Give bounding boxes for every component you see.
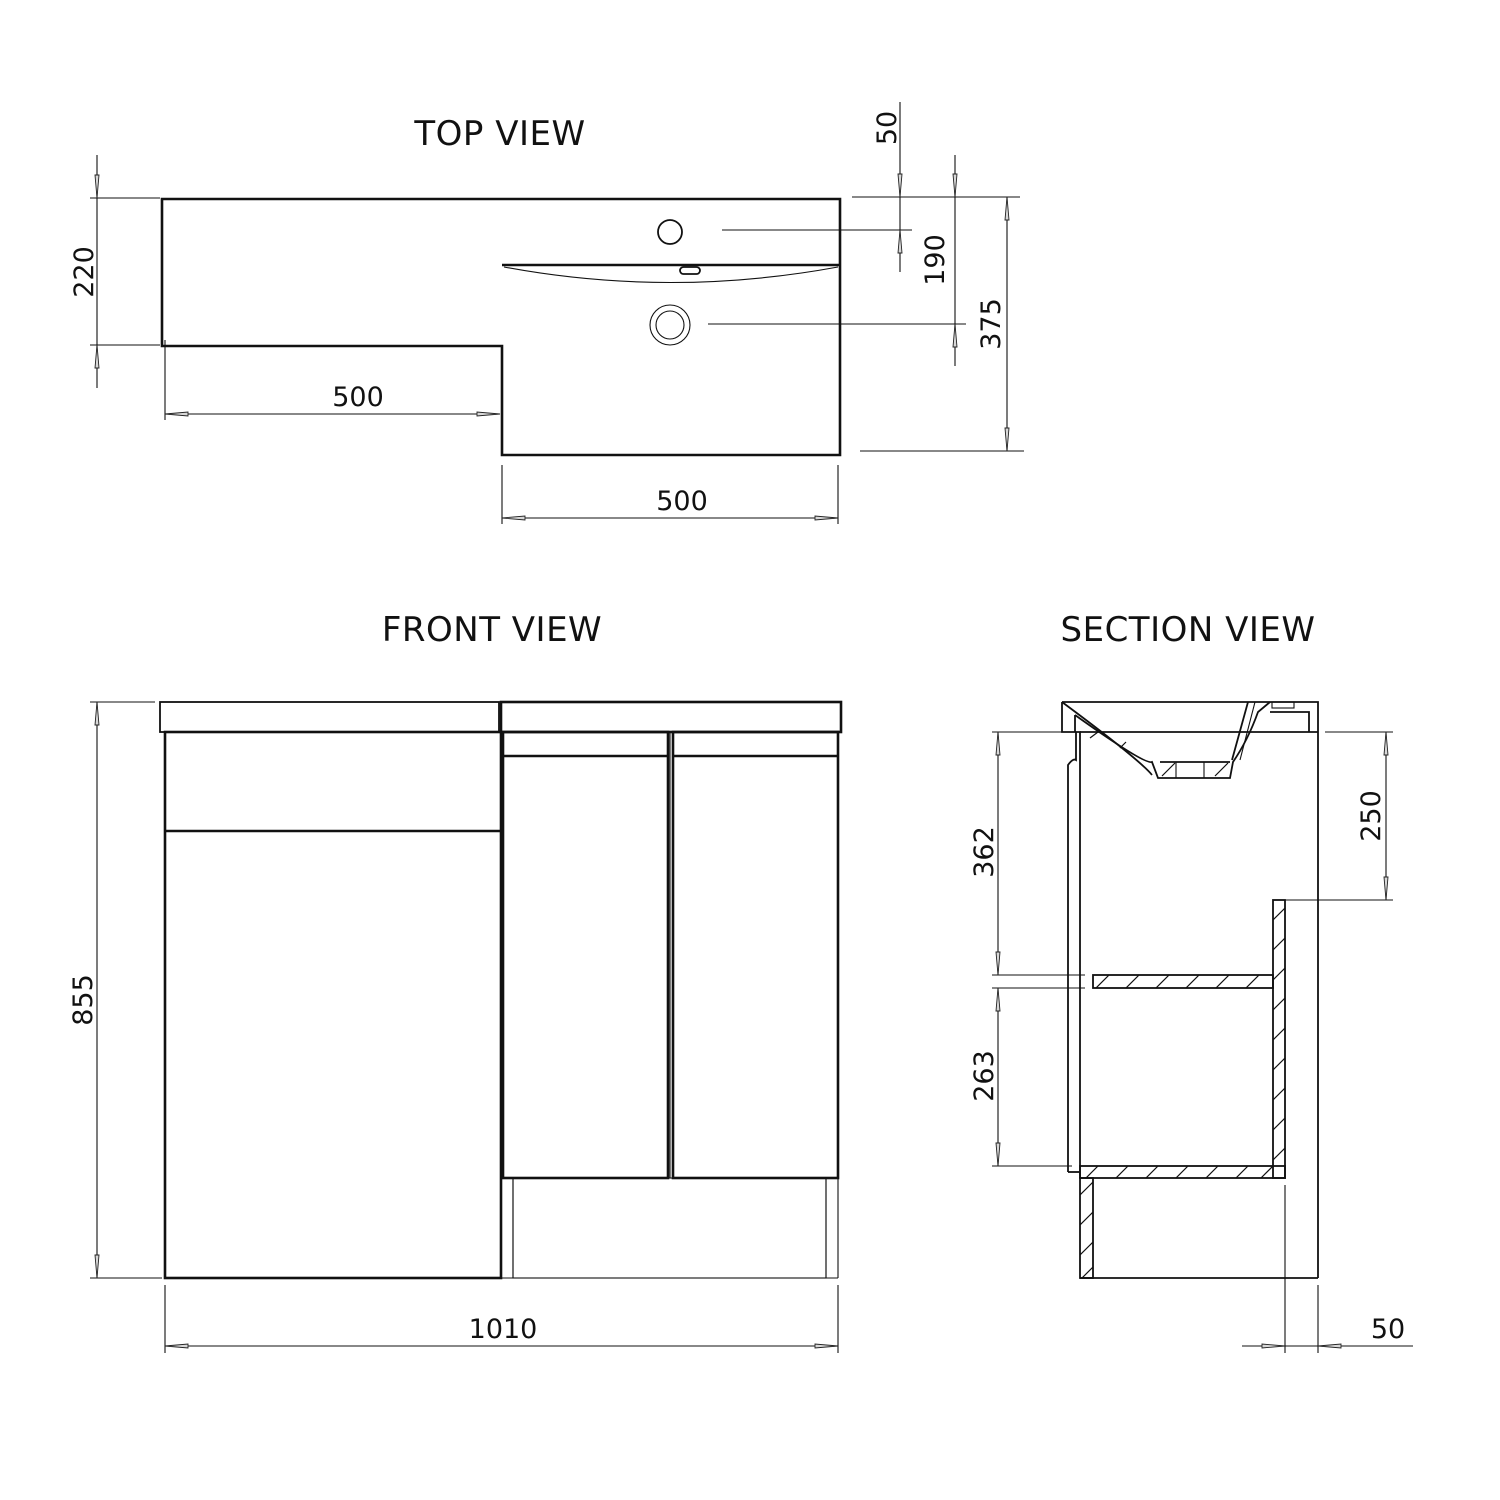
top-view-title: TOP VIEW bbox=[413, 114, 585, 154]
basin-front-curve bbox=[503, 266, 839, 284]
dimension-250: 250 bbox=[1285, 731, 1393, 901]
svg-text:250: 250 bbox=[1356, 790, 1387, 842]
plinth-section bbox=[1079, 1177, 1318, 1279]
base-panel bbox=[1079, 1165, 1286, 1179]
dimension-190-waste: 190 bbox=[708, 155, 966, 366]
dimension-50-recess: 50 bbox=[1242, 1185, 1413, 1353]
dimension-375: 375 bbox=[860, 196, 1024, 452]
svg-text:50: 50 bbox=[1371, 1314, 1405, 1345]
svg-text:220: 220 bbox=[69, 246, 100, 298]
dimension-500-left: 500 bbox=[164, 340, 501, 420]
top-view: TOP VIEW 220 500 bbox=[69, 102, 1024, 524]
right-door-right bbox=[671, 730, 840, 1180]
section-view-title: SECTION VIEW bbox=[1061, 610, 1316, 650]
left-cabinet bbox=[163, 730, 503, 1280]
waste-outer-icon bbox=[649, 304, 691, 346]
svg-text:375: 375 bbox=[976, 298, 1007, 350]
top-view-outline bbox=[160, 197, 842, 457]
right-door-left bbox=[501, 730, 670, 1180]
dimension-263: 263 bbox=[969, 987, 1072, 1167]
tap-hole-icon bbox=[657, 219, 683, 245]
overflow-slot-icon bbox=[679, 266, 701, 275]
svg-text:500: 500 bbox=[332, 382, 384, 413]
basin-top bbox=[499, 700, 843, 734]
dimension-362: 362 bbox=[969, 731, 1085, 989]
waste-inner-icon bbox=[655, 310, 685, 340]
shelf bbox=[1092, 974, 1274, 989]
dimension-220: 220 bbox=[69, 155, 160, 388]
svg-text:263: 263 bbox=[969, 1050, 1000, 1102]
dimension-500-basin: 500 bbox=[501, 465, 839, 524]
svg-text:855: 855 bbox=[68, 974, 99, 1026]
plinth bbox=[512, 1177, 827, 1279]
left-worktop bbox=[159, 701, 500, 733]
dimension-50-tap: 50 bbox=[722, 102, 1020, 272]
front-view-title: FRONT VIEW bbox=[382, 610, 602, 650]
back-panel bbox=[1272, 899, 1286, 1179]
section-view: SECTION VIEW bbox=[969, 610, 1413, 1353]
svg-text:1010: 1010 bbox=[469, 1314, 538, 1345]
svg-text:190: 190 bbox=[920, 234, 951, 286]
front-view: FRONT VIEW 855 bbox=[68, 610, 843, 1353]
basin-section bbox=[1061, 701, 1319, 779]
door-section bbox=[1067, 731, 1081, 1178]
svg-text:362: 362 bbox=[969, 826, 1000, 878]
svg-text:500: 500 bbox=[656, 486, 708, 517]
dimension-1010: 1010 bbox=[164, 1285, 839, 1353]
svg-text:50: 50 bbox=[872, 111, 903, 145]
dimension-855: 855 bbox=[68, 701, 162, 1279]
